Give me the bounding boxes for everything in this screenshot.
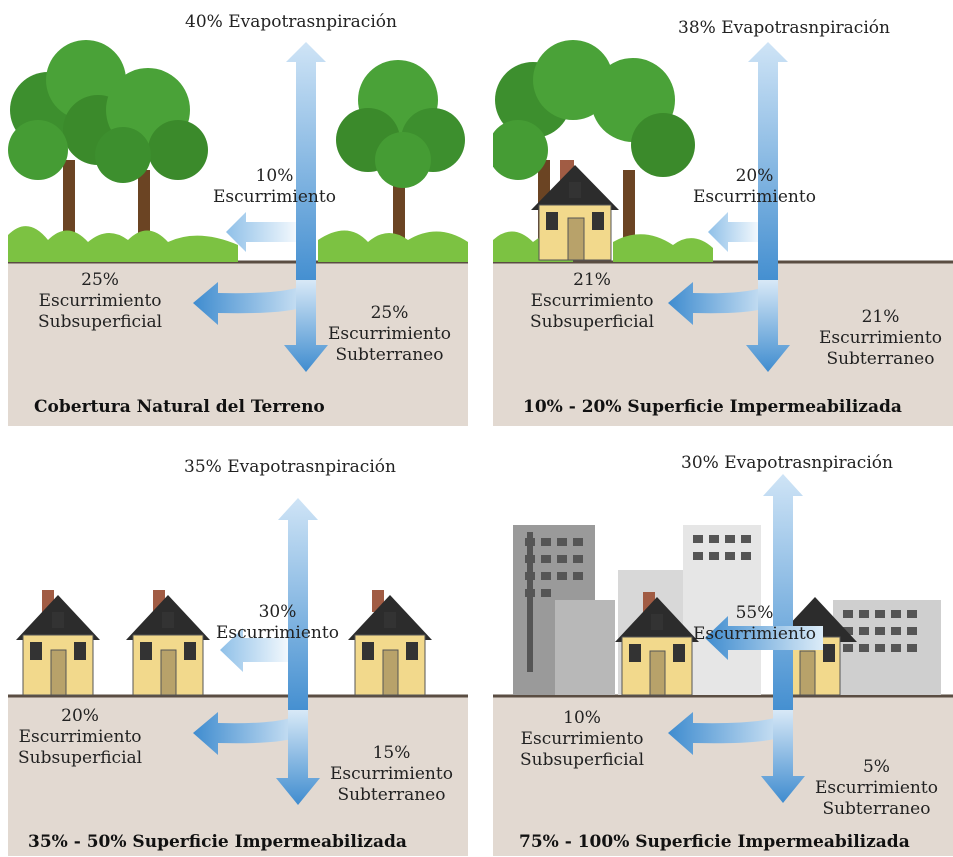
subsurface-label: Escurrimiento [530,291,654,311]
runoff-pct: 30% [258,602,297,622]
groundwater-label: Escurrimiento [328,324,451,344]
house-icon [348,590,432,696]
subsurface-arrow [193,710,305,755]
panel-illustration [493,40,953,426]
groundwater-arrow [761,710,805,803]
panel-natural-cover: 40% Evapotrasnpiración 10%Escurrimiento … [8,0,468,426]
runoff-pct: 10% [255,166,294,186]
runoff-label: Escurrimiento [693,624,816,644]
subsurface-label-2: Subsuperficial [520,750,645,770]
groundwater-pct: 21% [861,307,900,327]
subsurface-label-2: Subsuperficial [38,312,163,332]
groundwater-label-2: Subterraneo [822,799,931,819]
panel-10-20-impervious: 38% Evapotrasnpiración 20%Escurrimiento … [493,0,953,426]
building-icon [555,600,615,695]
subsurface-label-2: Subsuperficial [530,312,655,332]
groundwater-arrow [284,280,328,372]
groundwater-label-2: Subterraneo [337,785,446,805]
windows [525,535,917,652]
subsurface-label: Escurrimiento [38,291,162,311]
runoff-label: Escurrimiento [216,623,339,643]
groundwater-label: Escurrimiento [330,764,453,784]
evapotranspiration-label: 30% Evapotrasnpiración [681,453,893,473]
runoff-arrow [705,616,823,660]
groundwater-arrow [276,710,320,805]
runoff-pct: 55% [735,603,774,623]
groundwater-label: Escurrimiento [819,328,942,348]
house-icon [16,590,100,696]
panel-illustration [8,498,468,856]
subsurface-pct: 25% [81,270,119,290]
panel-title: 35% - 50% Superficie Impermeabilizada [28,832,407,852]
evapotranspiration-label: 40% Evapotrasnpiración [185,12,397,32]
panel-illustration [493,474,953,856]
groundwater-arrow [746,280,790,372]
subsurface-label-2: Subsuperficial [18,748,143,768]
soil-layer [493,262,953,426]
panel-35-50-impervious: 35% Evapotrasnpiración 30%Escurrimiento … [8,430,468,856]
soil-layer [8,696,468,856]
grass [318,230,468,262]
panel-title: 75% - 100% Superficie Impermeabilizada [519,832,910,852]
runoff-label: Escurrimiento [213,187,336,207]
groundwater-label-2: Subterraneo [335,345,444,365]
subsurface-label: Escurrimiento [18,727,142,747]
subsurface-pct: 20% [61,706,99,726]
subsurface-arrow [668,280,775,325]
groundwater-label-2: Subterraneo [826,349,935,369]
groundwater-pct: 15% [372,743,411,763]
subsurface-label: Escurrimiento [520,729,644,749]
runoff-arrow [220,628,288,672]
panel-title: 10% - 20% Superficie Impermeabilizada [523,397,902,417]
soil-layer [493,696,953,856]
evapotranspiration-label: 38% Evapotrasnpiración [678,18,890,38]
house-icon [126,590,210,696]
house-icon [531,160,619,261]
grass [613,234,713,262]
evapotranspiration-label: 35% Evapotrasnpiración [184,457,396,477]
groundwater-pct: 5% [862,757,890,777]
subsurface-pct: 10% [563,708,601,728]
subsurface-arrow [193,280,313,325]
soil-layer [8,262,468,426]
subsurface-arrow [668,710,790,755]
evapotranspiration-arrow [763,474,803,720]
runoff-arrow [226,212,296,252]
house-icon [615,592,699,696]
panel-illustration [8,40,468,426]
tree-icon [336,60,465,260]
runoff-arrow [708,212,758,252]
subsurface-pct: 21% [573,270,611,290]
groundwater-label: Escurrimiento [815,778,938,798]
runoff-label: Escurrimiento [693,187,816,207]
runoff-pct: 20% [735,166,774,186]
panel-title: Cobertura Natural del Terreno [34,397,325,417]
grass [8,226,238,262]
groundwater-pct: 25% [370,303,409,323]
panel-75-100-impervious: 30% Evapotrasnpiración 55%Escurrimiento … [493,430,953,856]
evapotranspiration-arrow [278,498,318,720]
